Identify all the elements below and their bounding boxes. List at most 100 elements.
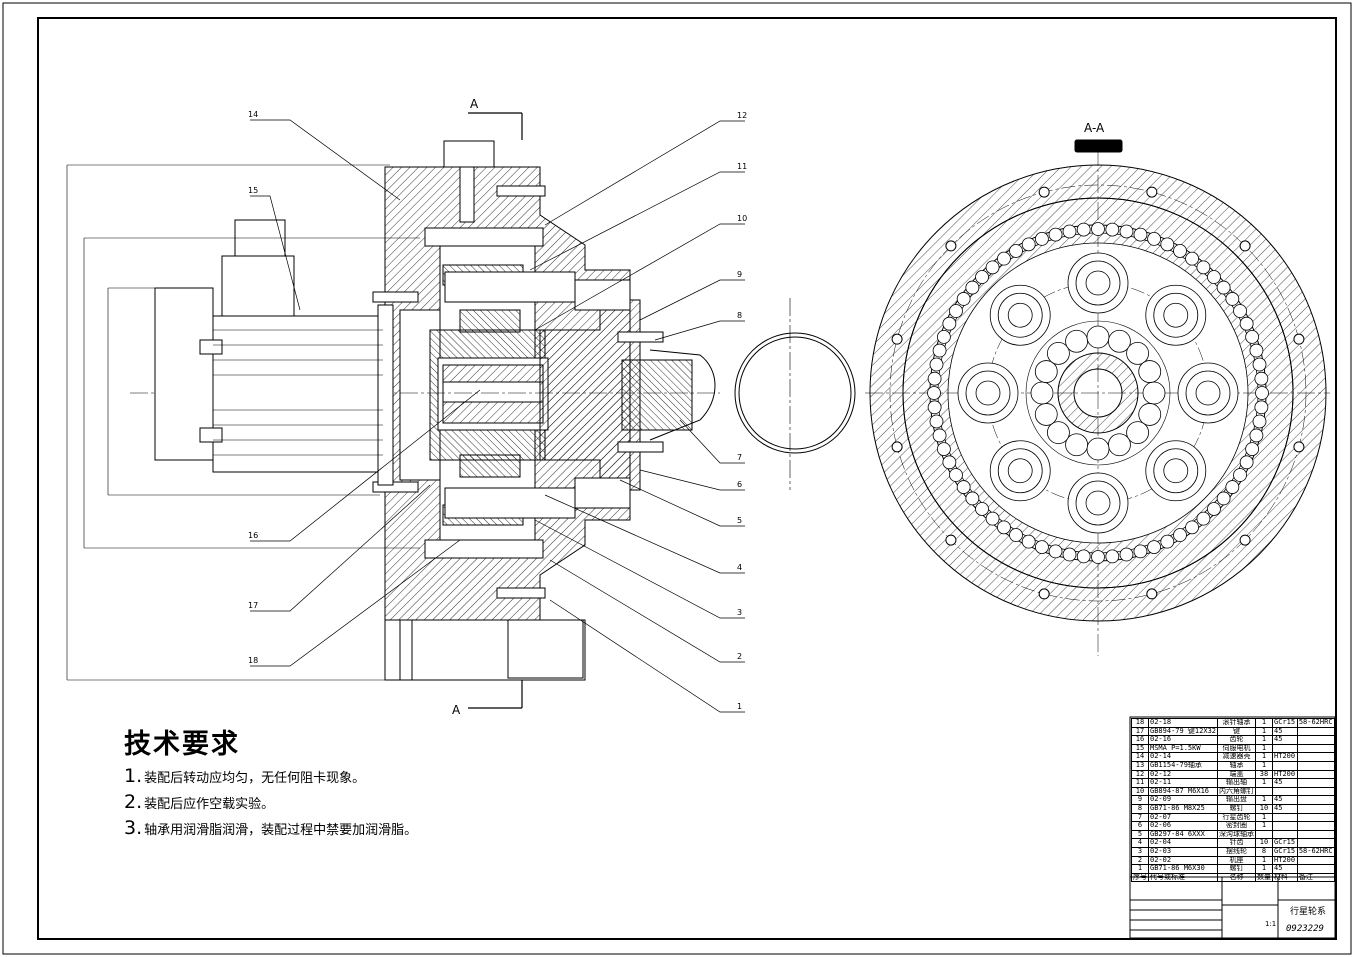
needle-pin [1239, 316, 1254, 331]
bom-cell-name: 行星齿轮 [1217, 812, 1257, 823]
bom-cell-material: 45 [1272, 803, 1298, 814]
leader-line-2 [549, 559, 745, 663]
bom-cell-qty: 1 [1255, 735, 1274, 745]
needle-pin [1062, 547, 1077, 562]
needle-pin [1119, 547, 1134, 562]
needle-pin [1196, 260, 1211, 275]
leader-line-4 [544, 494, 745, 574]
pin-hole [1075, 480, 1121, 526]
bom-cell-note [1296, 769, 1336, 780]
needle-pin [1160, 534, 1175, 549]
bom-cell-no: 10 [1131, 786, 1149, 797]
bom-cell-name: 伺服电机 [1217, 743, 1257, 754]
needle-pin [965, 280, 980, 295]
pin-hole [989, 284, 1051, 346]
needle-pin [1225, 480, 1240, 494]
part-number-8: 8 [737, 311, 742, 320]
leader-line-9 [639, 279, 745, 321]
needle-pin [942, 316, 957, 331]
needle-pin [1147, 231, 1161, 246]
bom-cell-note [1296, 838, 1336, 848]
needle-pin [1252, 414, 1267, 429]
bom-cell-material: 45 [1272, 726, 1298, 737]
bom-cell-note [1296, 726, 1336, 737]
pin-hole [1007, 458, 1033, 484]
needle-pin [1133, 544, 1148, 559]
bom-cell-qty: 38 [1255, 769, 1274, 780]
needle-pin [1105, 222, 1120, 237]
needle-pin [1233, 304, 1247, 318]
bom-cell-qty: 1 [1255, 743, 1274, 754]
pin-hole [1075, 260, 1121, 306]
roller [1138, 403, 1162, 426]
roller [1030, 381, 1054, 405]
roller [1065, 433, 1088, 457]
part-number-18: 18 [248, 656, 258, 665]
inner-border [37, 17, 1337, 940]
bom-cell-name: 密封圈 [1217, 821, 1257, 831]
bom-cell-no: 11 [1131, 778, 1149, 788]
part-number-11: 11 [737, 162, 747, 171]
needle-pin [1254, 400, 1269, 415]
bom-cell-name: 深沟球轴承 [1217, 829, 1257, 840]
bom-cell-note [1296, 855, 1336, 866]
bom-cell-qty: 1 [1255, 864, 1274, 874]
needle-pin [1133, 227, 1148, 242]
needle-pin [949, 468, 963, 482]
drawing-title: 行星轮系 [1290, 907, 1327, 917]
needle-pin [1119, 224, 1134, 239]
bom-cell-name: 键 [1217, 726, 1257, 737]
bom-cell-no: 12 [1131, 769, 1149, 780]
needle-pin [1245, 330, 1260, 344]
bom-cell-note: 58-62HRC [1296, 718, 1336, 728]
bom-cell-material: HT200 [1272, 769, 1298, 780]
bom-cell-name: 螺钉 [1217, 864, 1257, 874]
pin-hole [1163, 458, 1189, 484]
leader-line-18 [250, 539, 461, 667]
bom-cell-name: 输出盘 [1217, 795, 1257, 805]
bom-cell-note [1296, 786, 1336, 797]
bom-cell-no: 9 [1131, 795, 1149, 805]
bolt-hole [1038, 588, 1050, 600]
bom-cell-name: 内六角螺钉 [1217, 786, 1257, 797]
roller [1138, 360, 1162, 383]
needle-pin [1233, 468, 1247, 482]
bom-cell-no: 15 [1131, 743, 1149, 754]
bom-cell-note: 58-62HRC [1296, 846, 1336, 857]
pin-hole [1007, 302, 1033, 328]
bolt-hole [1146, 186, 1158, 198]
needle-pin [1009, 244, 1023, 258]
bom-cell-name: 机座 [1217, 855, 1257, 866]
needle-pin [927, 386, 941, 400]
bom-cell-name: 输出轴 [1217, 778, 1257, 788]
bom-cell-note [1296, 829, 1336, 840]
needle-pin [1196, 511, 1211, 526]
needle-pin [1021, 237, 1036, 252]
bom-cell-material: 45 [1272, 735, 1298, 745]
needle-pin [1048, 227, 1063, 242]
roller [1142, 381, 1166, 405]
needle-pin [1207, 502, 1221, 516]
bom-cell-code: 02-04 [1147, 838, 1219, 848]
needle-pin [949, 304, 963, 318]
bom-cell-code: 代号或标准 [1147, 872, 1219, 883]
bom-cell-qty [1255, 829, 1274, 840]
roller [1065, 329, 1088, 353]
needle-pin [1009, 528, 1023, 542]
bom-cell-material: HT200 [1272, 855, 1298, 866]
pin-hole [1067, 252, 1129, 314]
part-number-10: 10 [737, 214, 747, 223]
needle-pin [1173, 528, 1187, 542]
bom-cell-code: 02-06 [1147, 821, 1219, 831]
bom-cell-name: 齿轮 [1217, 735, 1257, 745]
dimension-lines [66, 164, 420, 681]
needle-pin [1062, 224, 1077, 239]
roller [1047, 342, 1070, 365]
